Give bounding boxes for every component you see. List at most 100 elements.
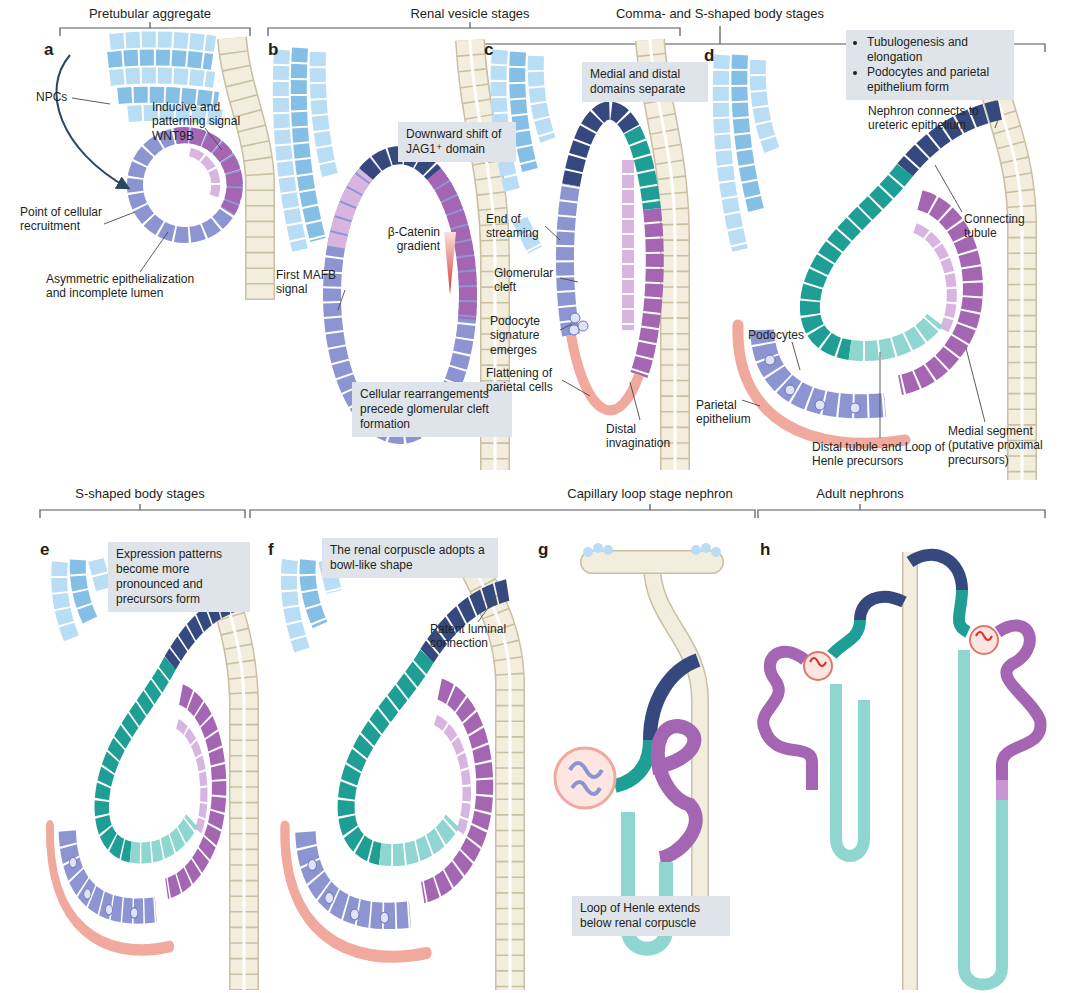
s-shaped-body: [765, 355, 775, 365]
bullet-list: Tubulogenesis and elongationPodocytes an…: [854, 35, 1006, 95]
stage-bracket: [40, 504, 245, 518]
annotation-label: Flattening of parietal cells: [486, 366, 566, 395]
note-text: Expression patterns become more pronounc…: [116, 547, 242, 607]
comma-shaped-body: [639, 209, 655, 375]
npc-cluster: [318, 52, 330, 175]
capillary-loop-nephron: [615, 740, 650, 786]
leader-line: [966, 348, 985, 422]
comma-shaped-body: [578, 321, 588, 331]
note-text: The renal corpuscle adopts a bowl-like s…: [330, 543, 490, 573]
adult-nephrons: [860, 597, 904, 620]
capillary-loop-nephron: [570, 763, 602, 794]
adult-nephrons: [832, 620, 860, 655]
adult-nephrons: [763, 552, 1040, 990]
annotation-label: Patent luminal connection: [430, 622, 520, 651]
note-box: Loop of Henle extends below renal corpus…: [572, 896, 730, 936]
adult-nephrons: [902, 552, 918, 990]
npc-cluster: [108, 57, 212, 62]
annotation-label: First MAFB signal: [276, 268, 356, 297]
capillary-loop-nephron: [593, 543, 603, 553]
comma-shaped-body: [570, 313, 580, 323]
stage-bracket: [40, 22, 1045, 518]
capillary-loop-nephron: [652, 565, 700, 900]
panel-letter: f: [268, 540, 288, 560]
s-shaped-body: [785, 385, 795, 395]
leader-line: [140, 232, 168, 272]
adult-nephrons: [810, 658, 826, 666]
annotation-label: Distal tubule and Loop of Henle precurso…: [812, 440, 952, 469]
leader-line: [562, 380, 590, 396]
npc-cluster: [536, 56, 548, 140]
adult-nephrons: [804, 652, 832, 680]
renal-vesicle: [336, 174, 366, 247]
pretubular-aggregate: [56, 55, 128, 188]
note-text: Downward shift of JAG1⁺ domain: [406, 127, 508, 157]
note-text: Cellular rearrangements precede glomerul…: [360, 387, 504, 432]
s-shaped-body: [815, 400, 825, 410]
note-box: Tubulogenesis and elongationPodocytes an…: [846, 30, 1014, 100]
capillary-loop-nephron: [603, 545, 613, 555]
leader-line: [560, 324, 572, 330]
adult-nephrons: [970, 626, 998, 654]
leader-line: [104, 212, 135, 224]
annotation-label: β-Catenin gradient: [368, 225, 440, 254]
capillary-loop-nephron: [711, 547, 721, 557]
annotation-label: Point of cellular recruitment: [20, 205, 115, 234]
panel-letter: a: [44, 40, 64, 60]
annotation-label: Medial segment (putative proximal precur…: [948, 424, 1066, 467]
capillary-loop-nephron: [555, 543, 721, 949]
leader-line: [72, 98, 1000, 622]
comma-shaped-body: [565, 110, 655, 410]
annotation-label: Parietal epithelium: [696, 398, 766, 427]
stage-heading: Pretubular aggregate: [50, 6, 250, 22]
adult-nephrons: [904, 552, 917, 990]
leader-line: [995, 114, 1000, 128]
adult-nephrons: [996, 780, 1008, 800]
npc-cluster: [308, 560, 321, 625]
leader-line: [792, 342, 800, 370]
note-text: Medial and distal domains separate: [590, 67, 700, 97]
panel-letter: e: [40, 540, 60, 560]
panel-letter: h: [760, 540, 780, 560]
leader-line: [72, 98, 110, 104]
comma-shaped-body: [571, 335, 639, 410]
stage-heading: Adult nephrons: [760, 486, 960, 502]
panel-letter: b: [268, 40, 288, 60]
pretubular-aggregate: [190, 152, 216, 196]
s-shaped-body: [850, 320, 935, 351]
comma-shaped-body: [571, 111, 632, 185]
leader-line: [560, 278, 578, 282]
adult-nephrons: [910, 555, 962, 590]
npc-cluster: [78, 560, 90, 620]
note-box: Expression patterns become more pronounc…: [108, 542, 250, 612]
capillary-loop-nephron: [592, 552, 712, 573]
npc-cluster: [110, 39, 215, 44]
s-shaped-body: [850, 403, 860, 413]
annotation-label: Connecting tubule: [964, 212, 1054, 241]
pretubular-aggregate: [176, 135, 235, 210]
leader-line: [880, 352, 881, 438]
annotation-label: Podocytes: [748, 328, 828, 342]
npc-cluster: [758, 60, 772, 150]
annotation-label: Inducive and patterning signal WNT9B: [152, 100, 264, 143]
adult-nephrons: [976, 632, 992, 640]
annotation-label: Podocyte signature emerges: [490, 314, 564, 357]
s-shaped-body: [738, 110, 1000, 443]
npc-cluster: [110, 75, 214, 80]
leader-line: [630, 382, 640, 420]
panel-letter: d: [704, 46, 724, 66]
adult-nephrons: [836, 684, 864, 856]
capillary-loop-nephron: [652, 565, 700, 900]
panel-letter: g: [538, 540, 558, 560]
comma-shaped-body: [622, 160, 634, 330]
npc-cluster: [96, 560, 104, 590]
comma-shaped-body: [569, 325, 579, 335]
comma-shaped-body: [632, 130, 652, 209]
pretubular-aggregate: [135, 135, 235, 235]
pretubular-aggregate: [135, 135, 235, 235]
annotation-label: Distal invagination: [606, 422, 696, 451]
stage-heading: S-shaped body stages: [40, 486, 240, 502]
leader-line: [742, 400, 760, 406]
adult-nephrons: [964, 650, 1002, 985]
